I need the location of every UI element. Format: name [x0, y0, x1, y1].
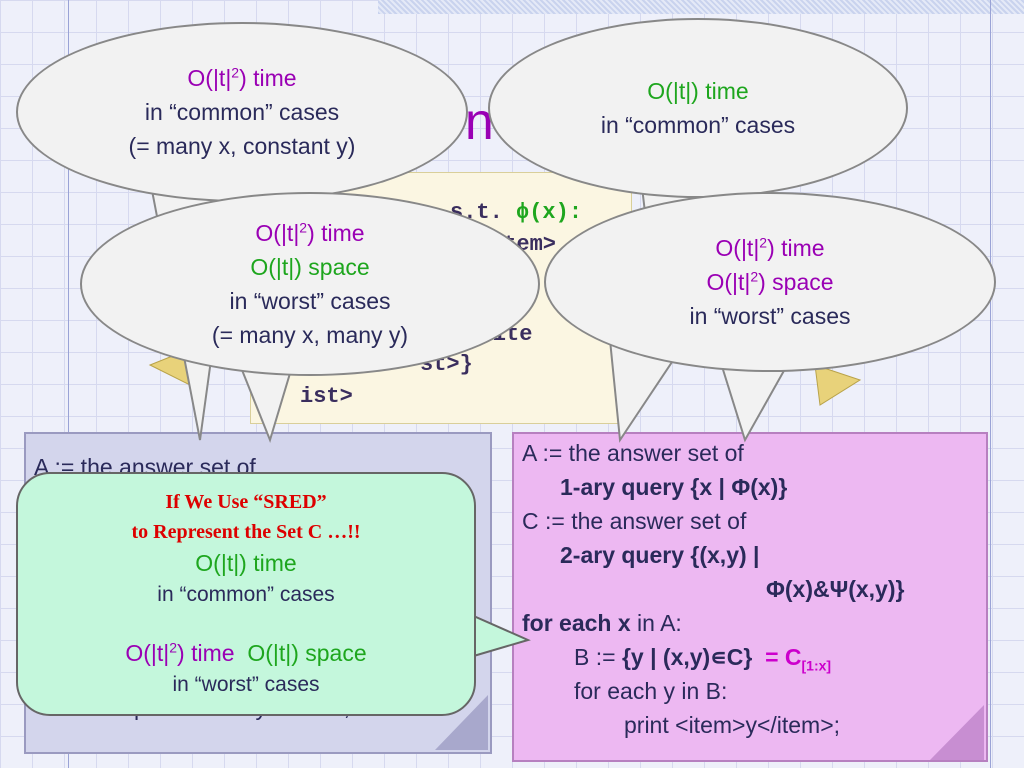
guide-line-left [68, 0, 69, 768]
b3-space: O(|t|) space [250, 254, 370, 280]
b3-cases: in “worst” cases [229, 288, 391, 314]
top-decorative-band [378, 0, 1024, 14]
b3-time: O(|t|2) time [255, 219, 365, 246]
right-line-1: A := the answer set of [522, 440, 744, 466]
callout-worst-cases: in “worst” cases [172, 673, 320, 696]
right-box-page-curl [930, 705, 984, 760]
complexity-bubble-common-linear: O(|t|) time in “common” cases [488, 18, 908, 198]
right-line-2: 1-ary query {x | Φ(x)} [560, 474, 788, 500]
right-line-3: C := the answer set of [522, 508, 747, 534]
left-box-page-curl [435, 695, 488, 750]
guide-line-right [990, 0, 991, 768]
callout-time: O(|t|) time [195, 550, 297, 576]
right-line-8: for each y in B: [574, 678, 728, 704]
complexity-bubble-worst-quadratic: O(|t|2) time O(|t|2) space in “worst” ca… [544, 192, 996, 372]
b4-space: O(|t|2) space [706, 268, 834, 295]
right-line-6: for each x in A: [522, 610, 682, 636]
right-line-5: Φ(x)&Ψ(x,y)} [766, 576, 905, 602]
right-line-4: 2-ary query {(x,y) | [560, 542, 760, 568]
b1-note: (= many x, constant y) [128, 133, 356, 159]
right-algorithm-box [512, 432, 988, 762]
b1-time: O(|t|2) time [187, 64, 297, 91]
b2-cases: in “common” cases [600, 112, 796, 138]
right-line-9: print <item>y</item>; [624, 712, 841, 738]
code-line-6: ist> [300, 384, 353, 409]
sred-callout: If We Use “SRED” to Represent the Set C … [16, 472, 476, 716]
right-arrow-icon [814, 364, 862, 406]
b2-time: O(|t|) time [647, 78, 749, 104]
complexity-bubble-worst-sred: O(|t|2) time O(|t|) space in “worst” cas… [80, 192, 540, 376]
right-line-7: B := {y | (x,y)∊C} = C[1:x] [574, 644, 832, 674]
callout-heading-2: to Represent the Set C …!! [131, 521, 361, 543]
complexity-bubble-common-quadratic: O(|t|2) time in “common” cases (= many x… [16, 22, 468, 202]
b1-cases: in “common” cases [144, 99, 340, 125]
b3-note: (= many x, many y) [211, 322, 409, 348]
callout-common-cases: in “common” cases [157, 583, 335, 606]
callout-heading-1: If We Use “SRED” [165, 491, 327, 513]
b4-time: O(|t|2) time [715, 234, 825, 261]
callout-worst-complexity: O(|t|2) time O(|t|) space [125, 639, 367, 666]
b4-cases: in “worst” cases [689, 303, 851, 329]
